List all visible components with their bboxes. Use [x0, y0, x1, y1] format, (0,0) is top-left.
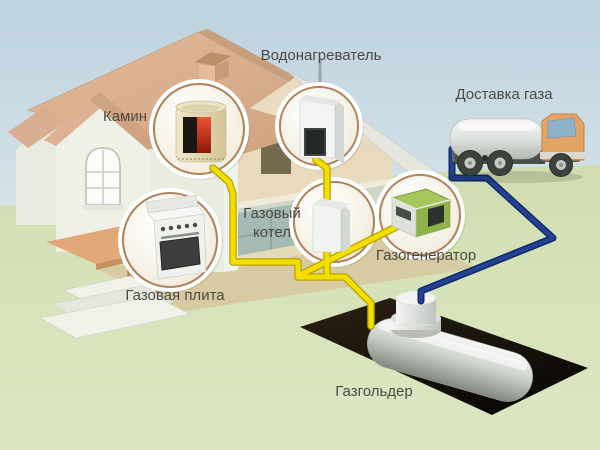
roof-ridge: [198, 29, 300, 84]
tank-dome-icon: [391, 290, 441, 338]
truck-wheel-icon: [487, 150, 513, 176]
label-gas-holder: Газгольдер: [335, 383, 413, 400]
label-gas-delivery: Доставка газа: [455, 86, 553, 103]
label-water-heater: Водонагреватель: [260, 47, 382, 64]
water-heater-icon: [299, 95, 344, 164]
gas-stove-icon: [145, 194, 207, 280]
label-fireplace: Камин: [102, 108, 148, 125]
label-gas-boiler: Газовый котел: [243, 205, 301, 241]
label-gas-generator: Газогенератор: [375, 247, 477, 264]
label-gas-stove: Газовая плита: [125, 287, 225, 304]
arched-window-icon: [82, 147, 124, 210]
fireplace-icon: [175, 100, 227, 163]
cab-window: [547, 117, 577, 139]
gas-boiler-icon: [312, 198, 350, 253]
terrace: [95, 233, 477, 311]
tower-roof-right: [90, 92, 160, 150]
truck-cab-icon: [540, 113, 586, 161]
tower-roof-left: [44, 92, 112, 146]
gas-generator-icon: [390, 188, 452, 238]
tower: [44, 92, 160, 252]
gas-truck-icon: [447, 113, 586, 183]
truck-wheel-icon: [549, 153, 573, 177]
dormer: [195, 52, 231, 82]
porch-steps: [39, 275, 191, 339]
truck-wheel-icon: [457, 150, 483, 176]
delivery-pipe: [417, 145, 557, 305]
